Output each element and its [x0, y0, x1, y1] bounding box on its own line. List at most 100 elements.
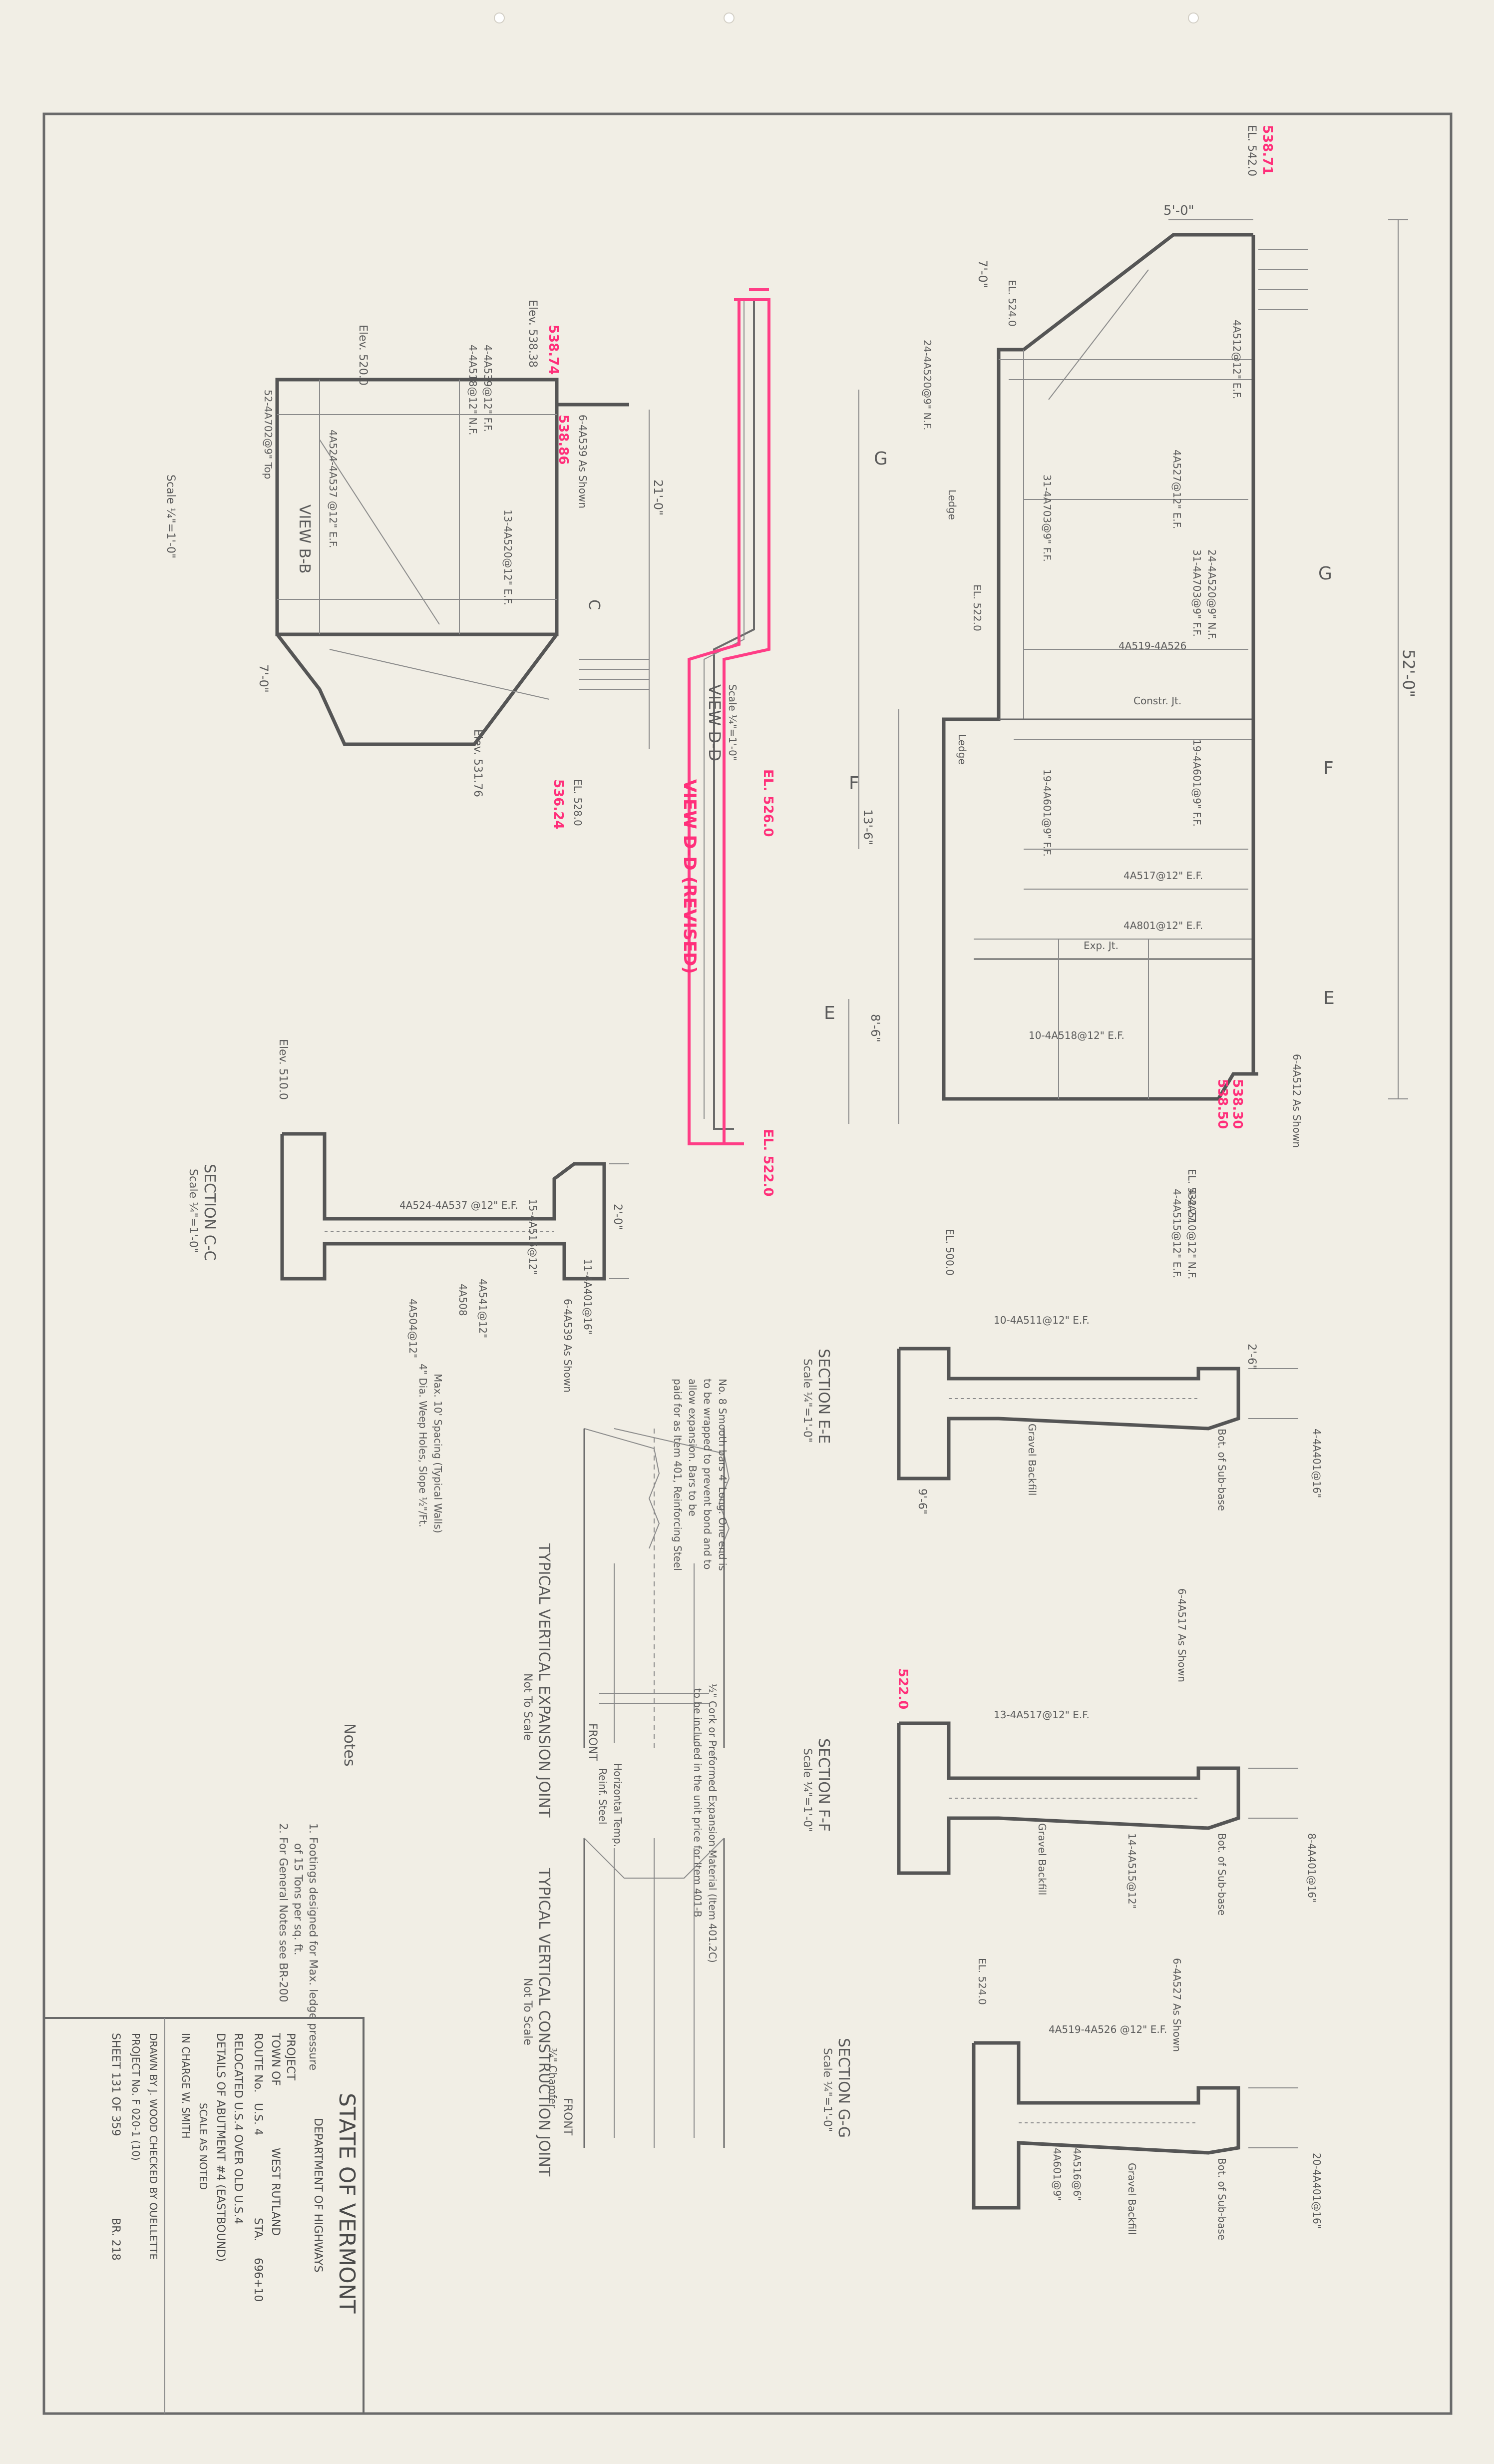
section-cc-drawing	[280, 1132, 629, 1281]
view-bb-scale: Scale ¼"=1'-0"	[164, 475, 177, 558]
section-mark-f: F	[1323, 758, 1334, 779]
route-value: U.S. 4	[252, 2103, 264, 2135]
rebar-label: 4A527@12" E.F.	[1171, 450, 1183, 529]
dim-2-0: 2'-0"	[611, 1204, 624, 1230]
agency-title: STATE OF VERMONT	[334, 2093, 360, 2314]
rebar-label: 6-4A517 As Shown	[1176, 1588, 1188, 1682]
notes-heading: Notes	[341, 1723, 358, 1767]
construction-joint-drawing	[583, 1838, 725, 2148]
dim-52-0: 52'-0"	[1399, 649, 1418, 697]
section-mark-e: E	[824, 1003, 835, 1023]
rebar-label: 4-4A539@12" F.F.	[482, 345, 494, 432]
rebar-label: 4A504@12"	[407, 1299, 419, 1358]
joint-note: to be included in the unit price for Ite…	[692, 1688, 704, 1917]
rebar-label: 10-4A511@12" E.F.	[994, 1314, 1090, 1326]
expansion-joint-scale: Not To Scale	[521, 1673, 534, 1741]
punch-hole	[1188, 12, 1199, 23]
section-gg-scale: Scale ¼"=1'-0"	[821, 2048, 833, 2132]
abutment-elevation-drawing	[848, 219, 1408, 1124]
rebar-label: 19-4A601@9" F.F.	[1191, 739, 1203, 827]
scale-line: SCALE AS NOTED	[197, 2103, 209, 2190]
description-line-1: RELOCATED U.S.4 OVER OLD U.S.4	[232, 2033, 244, 2224]
rebar-label: 4A519-4A526	[1119, 640, 1186, 652]
reinf-steel-label: Reinf. Steel	[597, 1768, 609, 1825]
elev-520-label: Elev. 520.0	[357, 325, 369, 386]
elev-538-label: Elev. 538.38	[526, 300, 539, 368]
rebar-label: 4-4A401@16"	[1311, 1429, 1323, 1498]
project-label: PROJECT	[284, 2033, 297, 2081]
section-ee-scale: Scale ¼"=1'-0"	[801, 1359, 813, 1443]
section-gg-title: SECTION G-G	[835, 2038, 852, 2138]
station-label: STA.	[252, 2218, 264, 2241]
view-bb-title: VIEW B-B	[296, 504, 313, 573]
rebar-label: 6-4A539 As Shown	[562, 1299, 574, 1393]
punch-hole	[724, 12, 735, 23]
view-dd-scale: Scale ¼"=1'-0"	[727, 684, 739, 761]
elev-label: EL. 524.0	[976, 1958, 988, 2005]
chamfer-label: ¾" Chamfer	[547, 2048, 559, 2109]
rebar-label: 8-4A401@16"	[1306, 1833, 1318, 1903]
title-block-frame	[43, 2017, 365, 2415]
town-value: WEST RUTLAND	[269, 2148, 282, 2236]
dim-9-6: 9'-6"	[916, 1488, 928, 1514]
rebar-label: 31-4A703@9" F.F.	[1041, 475, 1053, 562]
red-revision: 538.30	[1230, 1079, 1245, 1129]
rebar-label: 20-4A401@16"	[1311, 2153, 1323, 2229]
rebar-label: 4A517@12" E.F.	[1123, 870, 1203, 882]
dim-8-6: 8'-6"	[868, 1014, 882, 1042]
section-ee-drawing	[897, 1347, 1298, 1480]
expansion-joint-title: TYPICAL VERTICAL EXPANSION JOINT	[535, 1543, 553, 1818]
rebar-label: 6-4A539 As Shown	[577, 415, 589, 508]
dim-5-0: 5'-0"	[1163, 203, 1194, 218]
in-charge: IN CHARGE W. SMITH	[180, 2033, 192, 2139]
sub-base-label: Bot. of Sub-base	[1216, 1833, 1228, 1916]
rebar-label: 52-4A702@9" Top	[262, 390, 274, 479]
dim-13-6: 13'-6"	[861, 809, 875, 845]
red-elevation: EL. 522.0	[760, 1129, 775, 1197]
elev-label: EL. 528.0	[572, 779, 584, 826]
exp-jt-label: Exp. Jt.	[1084, 940, 1119, 952]
section-mark-g: G	[874, 449, 888, 469]
view-dd-title: VIEW D-D	[705, 684, 724, 761]
rebar-label: 6-4A512 As Shown	[1291, 1054, 1303, 1148]
rebar-label: 19-4A601@9" F.F.	[1041, 769, 1053, 857]
section-ff-scale: Scale ¼"=1'-0"	[801, 1748, 813, 1832]
section-mark-f: F	[849, 773, 859, 794]
rebar-label: 6-4A527 As Shown	[1171, 1958, 1183, 2052]
view-dd-revised-title: VIEW D-D (REVISED)	[680, 779, 700, 974]
sub-base-label: Bot. of Sub-base	[1216, 2158, 1228, 2240]
section-ff-drawing	[897, 1721, 1298, 1875]
section-mark-g: G	[1318, 563, 1332, 584]
department-title: DEPARTMENT OF HIGHWAYS	[312, 2118, 324, 2273]
town-label: TOWN OF	[269, 2032, 282, 2086]
rebar-label: 4A519-4A526 @12" E.F.	[1049, 2023, 1167, 2035]
rebar-label: 31-4A703@9" F.F.	[1191, 549, 1203, 637]
joint-note: allow expansion. Bars to be	[687, 1379, 699, 1516]
bridge-number: BR. 218	[109, 2218, 122, 2261]
view-dd-revised-drawing	[688, 288, 770, 1145]
dim-2-6: 2'-6"	[1245, 1344, 1258, 1370]
rebar-label: 4A801@12" E.F.	[1123, 920, 1203, 932]
joint-note: paid for as Item 401, Reinforcing Steel	[672, 1379, 684, 1571]
rebar-label: 4A524-4A537 @12" E.F.	[399, 1199, 518, 1211]
gravel-backfill-label: Gravel Backfill	[1026, 1424, 1038, 1495]
section-ff-title: SECTION F-F	[815, 1738, 832, 1832]
rebar-label: 4A508	[457, 1284, 469, 1316]
section-cc-title: SECTION C-C	[201, 1164, 218, 1261]
expansion-joint-drawing	[583, 1428, 730, 1748]
section-ee-title: SECTION E-E	[815, 1349, 832, 1444]
weep-spacing-note: Max. 10' Spacing (Typical Walls)	[432, 1374, 444, 1533]
sheet-border	[42, 112, 1453, 2415]
punch-hole	[494, 12, 505, 23]
rebar-label: 4A516@6"	[1071, 2148, 1083, 2201]
rebar-label: 4A601@9"	[1051, 2148, 1063, 2201]
section-gg-drawing	[972, 2041, 1298, 2210]
station-value: 696+10	[252, 2258, 264, 2302]
rebar-label: 4A512@12" E.F.	[1231, 320, 1243, 399]
section-mark-e: E	[1323, 988, 1335, 1008]
dim-7-0-top: 7'-0"	[976, 260, 990, 288]
drawn-by: DRAWN BY J. WOOD CHECKED BY OUELLETTE	[147, 2033, 159, 2260]
joint-note: No. 8 Smooth bars 4' Long. One end is	[717, 1379, 729, 1571]
rebar-label: 14-4A515@12"	[1126, 1833, 1138, 1909]
red-revision: 536.24	[551, 779, 566, 829]
